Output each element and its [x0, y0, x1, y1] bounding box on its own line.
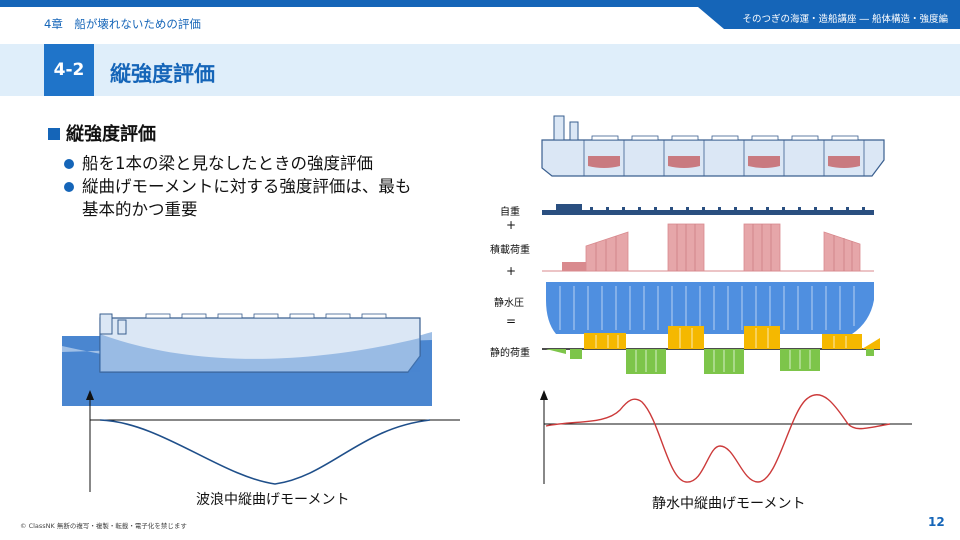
chapter-label: 4章 船が壊れないための評価: [44, 17, 201, 31]
cargo-holds: [588, 156, 860, 168]
content-heading: 縦強度評価: [48, 120, 156, 146]
moment-y-arrow-icon: [540, 390, 548, 400]
still-water-moment-caption: 静水中縦曲げモーメント: [652, 496, 806, 512]
section-title: 縦強度評価: [110, 62, 215, 86]
section-number: 4-2: [44, 44, 94, 96]
still-water-moment-curve: [545, 394, 891, 483]
cargo-load-label: 積載荷重: [490, 245, 530, 256]
equals-operator: =: [506, 314, 517, 328]
ship-bridge: [553, 115, 565, 141]
wave-moment-caption: 波浪中縦曲げモーメント: [196, 492, 350, 508]
page-number: 12: [928, 515, 945, 529]
hatch-covers: [145, 313, 387, 319]
funnel: [117, 319, 127, 335]
submerged-hull: [100, 334, 420, 372]
title-band: [0, 44, 960, 96]
series-title: そのつぎの海運・造船講座 ― 船体構造・強度編: [742, 14, 948, 25]
hydrostatic-label: 静水圧: [494, 298, 524, 309]
ship-funnel: [569, 121, 579, 141]
superstructure: [99, 313, 113, 335]
static-load-distribution: [542, 326, 880, 374]
ship-hatch-covers: [591, 135, 859, 141]
bullet-item: 縦曲げモーメントに対する強度評価は、最も基本的かつ重要: [64, 175, 424, 221]
cargo-load-distribution: [542, 223, 874, 272]
wave-ship-figure: [62, 313, 460, 492]
hold-divisions: [583, 140, 865, 176]
still-water-moment-figure: [540, 390, 912, 484]
bullet-list: 船を1本の梁と見なしたときの強度評価 縦曲げモーメントに対する強度評価は、最も基…: [64, 152, 424, 221]
wave-moment-curve: [99, 419, 431, 485]
self-weight-label: 自重: [500, 207, 520, 218]
loaded-ship-figure: [541, 115, 885, 177]
plus-operator: +: [506, 218, 517, 232]
y-axis-arrow-icon: [86, 390, 94, 400]
heading-text: 縦強度評価: [66, 124, 156, 145]
top-accent-bar: [0, 0, 960, 7]
bullet-item: 船を1本の梁と見なしたときの強度評価: [64, 152, 424, 175]
series-tab: そのつぎの海運・造船講座 ― 船体構造・強度編: [698, 7, 960, 29]
plus-operator: +: [506, 264, 517, 278]
copyright-notice: © ClassNK 無断の複写・複製・転載・電子化を禁じます: [20, 522, 187, 530]
static-load-label: 静的荷重: [490, 348, 530, 359]
ship-profile-hull: [541, 139, 885, 177]
self-weight-distribution: [542, 204, 874, 215]
hydrostatic-distribution: [546, 282, 874, 334]
heading-bullet-icon: [48, 128, 60, 140]
